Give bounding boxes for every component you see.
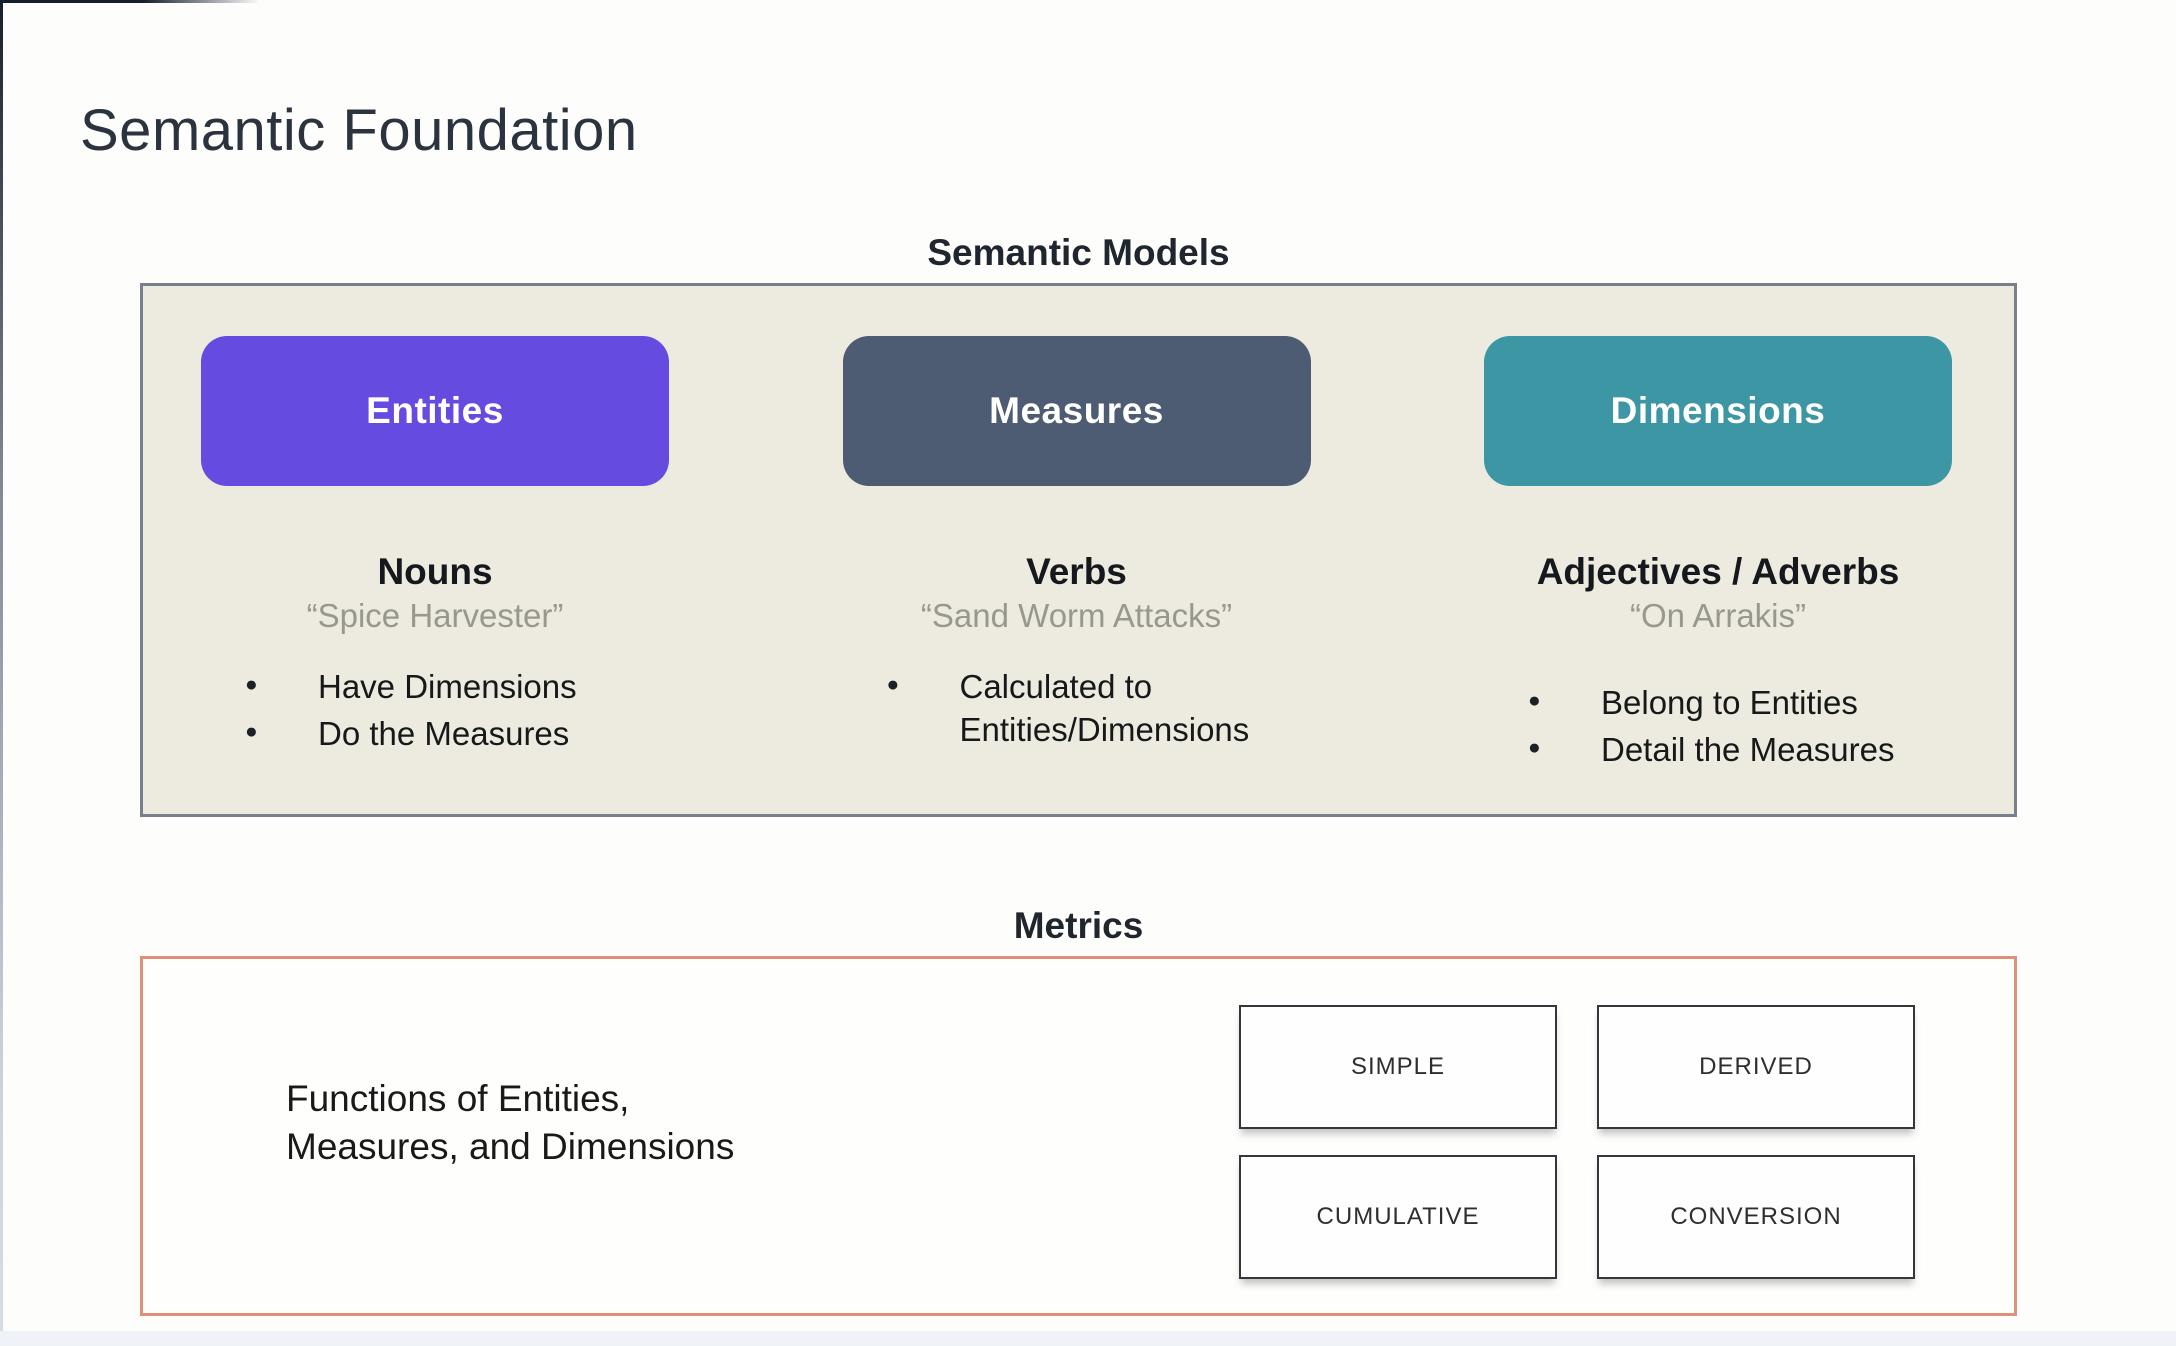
semantic-models-panel: Entities Nouns “Spice Harvester” Have Di… bbox=[140, 283, 2017, 817]
dimensions-box: Dimensions bbox=[1484, 336, 1952, 486]
window-top-edge bbox=[0, 0, 260, 3]
measures-box-label: Measures bbox=[989, 390, 1164, 431]
dimensions-bullet-list: Belong to Entities Detail the Measures bbox=[1484, 681, 1952, 776]
metric-type-simple: SIMPLE bbox=[1239, 1005, 1557, 1129]
bullet-item: Do the Measures bbox=[245, 712, 669, 756]
entities-quote: “Spice Harvester” bbox=[306, 596, 564, 634]
entities-heading: Nouns bbox=[377, 551, 493, 592]
window-left-edge bbox=[0, 0, 3, 1346]
dimensions-quote: “On Arrakis” bbox=[1629, 596, 1807, 634]
measures-box: Measures bbox=[842, 336, 1311, 486]
entities-bullet-list: Have Dimensions Do the Measures bbox=[201, 665, 669, 760]
measures-quote: “Sand Worm Attacks” bbox=[920, 596, 1233, 634]
metrics-panel: Functions of Entities, Measures, and Dim… bbox=[140, 956, 2017, 1316]
bullet-item: Have Dimensions bbox=[245, 665, 669, 709]
dimensions-box-label: Dimensions bbox=[1610, 390, 1826, 431]
dimensions-heading: Adjectives / Adverbs bbox=[1536, 551, 1900, 592]
bullet-item: Calculated to Entities/Dimensions bbox=[887, 665, 1311, 752]
bullet-item: Detail the Measures bbox=[1528, 728, 1952, 772]
metric-type-derived: DERIVED bbox=[1597, 1005, 1915, 1129]
measures-bullet-list: Calculated to Entities/Dimensions bbox=[843, 665, 1311, 756]
entities-column: Entities Nouns “Spice Harvester” Have Di… bbox=[201, 336, 669, 814]
metrics-description: Functions of Entities, Measures, and Dim… bbox=[286, 1078, 735, 1168]
dimensions-column: Dimensions Adjectives / Adverbs “On Arra… bbox=[1484, 336, 1952, 814]
bullet-item: Belong to Entities bbox=[1528, 681, 1952, 725]
entities-box-label: Entities bbox=[366, 390, 504, 431]
metric-type-cumulative: CUMULATIVE bbox=[1239, 1155, 1557, 1279]
metrics-type-grid: SIMPLE DERIVED CUMULATIVE CONVERSION bbox=[1239, 1005, 1915, 1279]
metric-type-conversion: CONVERSION bbox=[1597, 1155, 1915, 1279]
page-title: Semantic Foundation bbox=[80, 97, 638, 163]
window-bottom-edge bbox=[0, 1331, 2176, 1346]
metrics-label: Metrics bbox=[1013, 905, 1144, 946]
measures-heading: Verbs bbox=[1026, 551, 1127, 592]
entities-box: Entities bbox=[201, 336, 669, 486]
measures-column: Measures Verbs “Sand Worm Attacks” Calcu… bbox=[842, 336, 1311, 814]
semantic-models-label: Semantic Models bbox=[927, 232, 1230, 273]
